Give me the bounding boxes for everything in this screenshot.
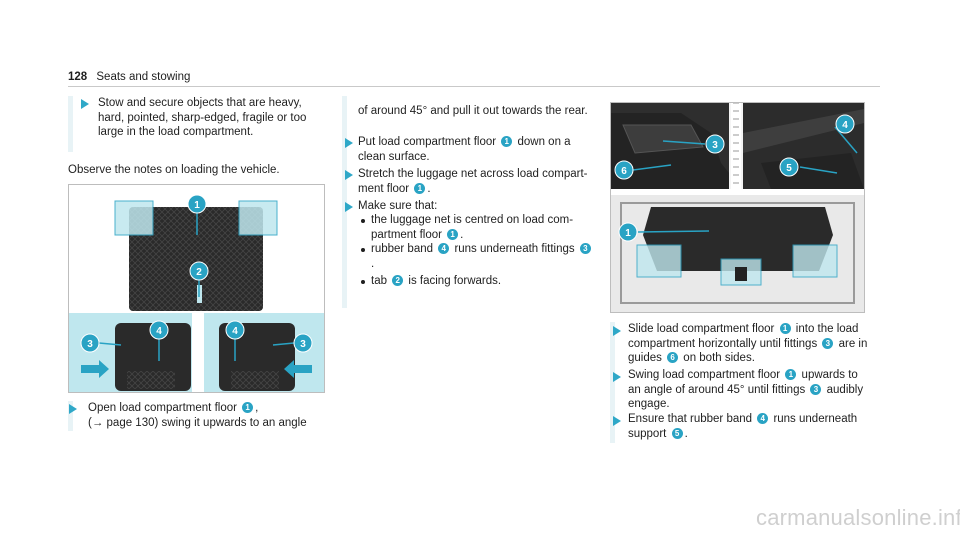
callout-badge: 3	[822, 337, 834, 349]
step-side-bar	[342, 96, 347, 308]
step-side-bar	[610, 322, 615, 443]
figure2-callout-1: 1	[625, 228, 631, 239]
footer-watermark: carmanualsonline.info	[756, 505, 960, 530]
step-ensure-text: Ensure that rubber band 4 runs underneat…	[628, 413, 858, 440]
warning-side-bar	[68, 96, 73, 152]
step-arrow-icon	[345, 202, 353, 212]
step-arrow-icon	[69, 404, 77, 414]
figure2-callout-3: 3	[712, 140, 718, 151]
bullet-item-tab: tab 2 is facing forwards.	[371, 275, 502, 287]
step-arrow-icon	[81, 99, 89, 109]
step-arrow-icon	[613, 372, 621, 382]
callout-badge: 3	[579, 243, 591, 254]
figure1-callout-3-right: 3	[300, 339, 306, 350]
bullet-dot	[361, 248, 365, 252]
figure1-illustration: 1 2 3 4 4 3	[69, 185, 324, 392]
callout-badge: 6	[667, 352, 679, 363]
step-continue-text: of around 45° and pull it out towards th…	[358, 105, 588, 117]
figure2-callout-5: 5	[786, 163, 792, 174]
callout-badge: 4	[757, 413, 769, 424]
figure1-callout-4-left: 4	[156, 326, 162, 337]
step-swing-text: Swing load compartment floor 1 upwards t…	[628, 369, 864, 410]
step-make-sure-lead: Make sure that:	[358, 200, 438, 212]
callout-badge: 1	[501, 136, 513, 147]
page-reference: (→ page 130) swing it upwards to an angl…	[88, 416, 307, 429]
figure1-callout-1: 1	[194, 200, 200, 211]
callout-badge: 3	[810, 383, 822, 395]
callout-badge: 1	[779, 323, 791, 334]
step-arrow-icon	[613, 416, 621, 426]
bullet-item-net-centred: the luggage net is centred on load com-p…	[371, 214, 574, 241]
header-rule	[68, 86, 880, 87]
callout-badge: 1	[785, 369, 797, 380]
section-title: Seats and stowing	[96, 71, 191, 83]
bullet-dot	[361, 280, 365, 284]
figure-load-floor-net: 1 2 3 4 4 3	[68, 184, 325, 393]
step-stretch-text: Stretch the luggage net across load comp…	[358, 168, 588, 195]
callout-badge: 1	[447, 228, 459, 240]
warning-text: Stow and secure objects that are heavy, …	[98, 97, 307, 138]
bullet-dot	[361, 219, 365, 223]
callout-badge: 4	[438, 243, 450, 254]
figure2-callout-4: 4	[842, 120, 848, 131]
step-side-bar	[68, 401, 73, 431]
callout-badge: 5	[671, 427, 683, 439]
page-header: 128 Seats and stowing	[68, 71, 190, 83]
figure1-callout-4-right: 4	[232, 326, 238, 337]
figure1-callout-2: 2	[196, 267, 202, 278]
step-slide-text: Slide load compartment floor 1 into the …	[628, 323, 868, 364]
figure2-callout-6: 6	[621, 166, 627, 177]
bullet-item-rubber-band: rubber band 4 runs underneath fittings 3…	[371, 242, 596, 271]
figure2-illustration: 3 4 6 5 1	[611, 103, 864, 312]
callout-badge: 1	[414, 182, 426, 194]
step-arrow-icon	[345, 170, 353, 180]
callout-badge: 2	[392, 275, 404, 286]
figure1-callout-3-left: 3	[87, 339, 93, 350]
observe-note: Observe the notes on loading the vehicle…	[68, 164, 280, 176]
step-arrow-icon	[613, 326, 621, 336]
figure-load-floor-install: 3 4 6 5 1	[610, 102, 865, 313]
step-put-text: Put load compartment floor 1 down on a c…	[358, 136, 571, 163]
step-arrow-icon	[345, 138, 353, 148]
step-open-text: Open load compartment floor 1, (→ page 1…	[88, 402, 307, 429]
callout-badge: 1	[242, 402, 254, 413]
page-number: 128	[68, 71, 88, 83]
